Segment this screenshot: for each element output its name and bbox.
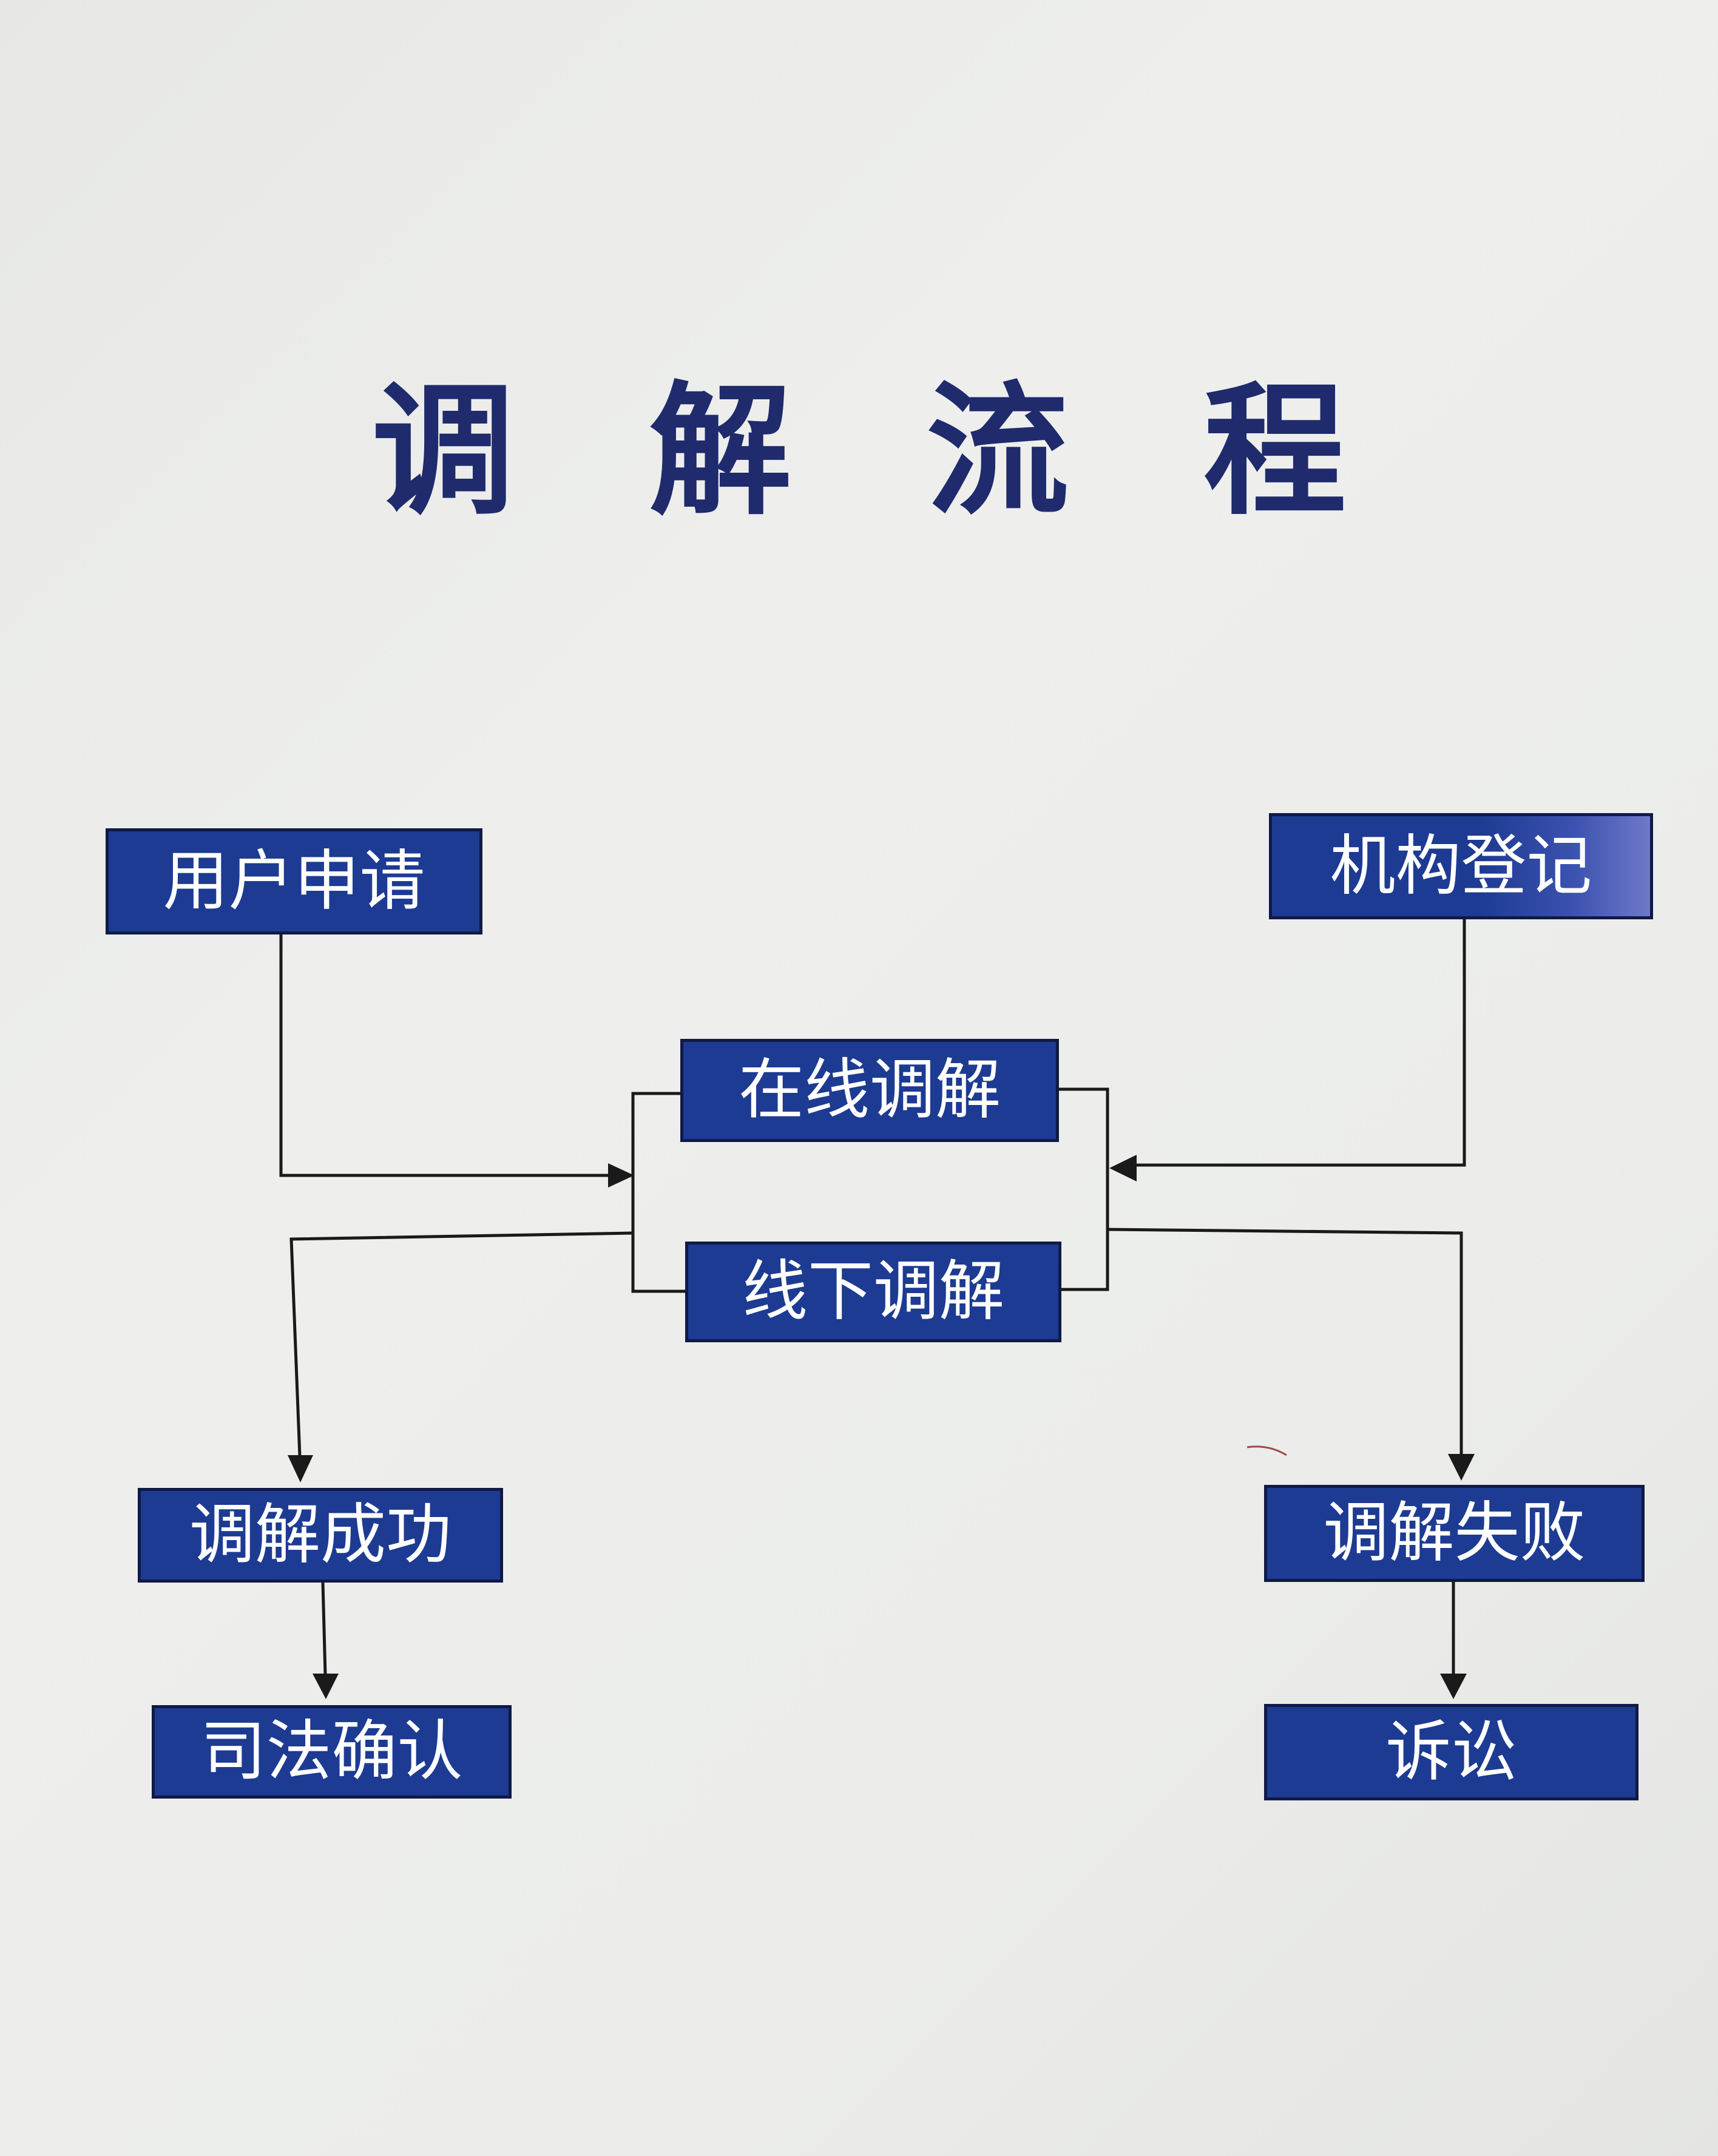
node-online-mediation: 在线调解 — [680, 1039, 1059, 1142]
connector-apply-to-mediation — [279, 934, 610, 1177]
arrow-into-fail — [1448, 1454, 1475, 1481]
node-offline-mediation: 线下调解 — [685, 1242, 1061, 1342]
node-judicial-confirmation: 司法确认 — [152, 1705, 512, 1799]
scratch-mark — [1246, 1445, 1287, 1456]
node-institution-register: 机构登记 — [1269, 813, 1653, 919]
arrow-into-right-bracket — [1109, 1155, 1137, 1181]
arrow-into-judicial — [313, 1674, 339, 1699]
node-mediation-success: 调解成功 — [138, 1488, 503, 1583]
connector-mediation-to-fail — [1107, 1228, 1463, 1456]
connector-success-to-judicial — [321, 1582, 327, 1675]
node-mediation-fail: 调解失败 — [1264, 1485, 1645, 1582]
arrow-into-lawsuit — [1440, 1674, 1467, 1699]
node-lawsuit: 诉讼 — [1264, 1704, 1639, 1800]
arrow-into-left-bracket — [608, 1163, 634, 1188]
diagram-title: 调 解 流 程 — [371, 369, 1389, 535]
node-user-apply: 用户申请 — [106, 828, 482, 934]
connector-register-to-mediation — [1135, 919, 1466, 1167]
connector-mediation-to-success — [289, 1231, 634, 1457]
left-bracket — [631, 1092, 685, 1293]
arrow-into-success — [288, 1455, 313, 1482]
right-bracket — [1059, 1087, 1109, 1291]
